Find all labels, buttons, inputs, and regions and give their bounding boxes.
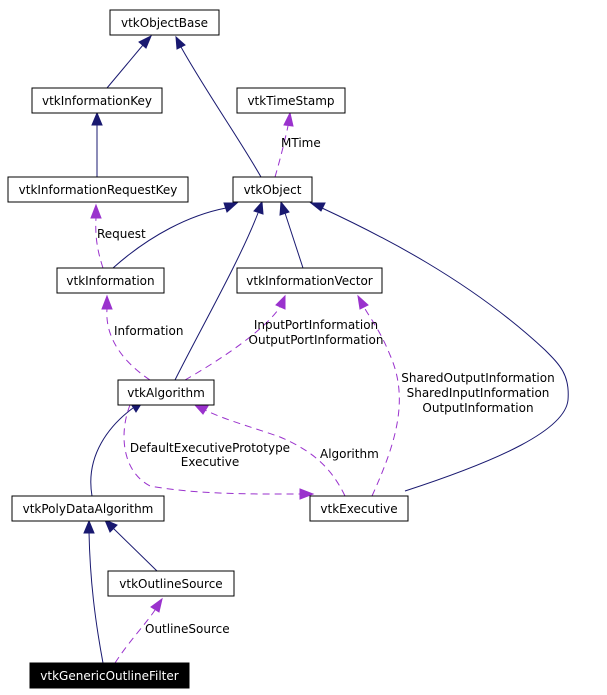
node-label: vtkObjectBase — [121, 16, 208, 30]
arrowhead-object-from-executive — [309, 202, 326, 212]
arrowhead-timestamp-mtime — [283, 111, 294, 127]
arrowhead-object-from-information — [223, 202, 239, 213]
inheritance-edges — [83, 34, 569, 664]
node-vtkexecutive[interactable]: vtkExecutive — [309, 495, 409, 522]
edge-polydataalgorithm-to-algorithm — [90, 407, 134, 497]
label-outline-source: OutlineSource — [145, 622, 230, 636]
node-label: vtkInformationVector — [246, 274, 373, 288]
label-input-port-information: InputPortInformation — [254, 318, 378, 332]
edge-infovector-to-object — [284, 212, 304, 269]
node-vtkinformationvector[interactable]: vtkInformationVector — [236, 267, 383, 294]
label-shared-output-information: SharedOutputInformation — [401, 371, 554, 385]
label-executive: Executive — [181, 455, 239, 469]
node-label: vtkInformationRequestKey — [19, 183, 178, 197]
label-default-executive-prototype: DefaultExecutivePrototype — [130, 441, 290, 455]
label-shared-input-information: SharedInputInformation — [407, 386, 550, 400]
arrowhead-infovector-sharedinfo — [357, 294, 369, 310]
edge-object-to-objectbase — [180, 46, 262, 178]
edge-outlinesource-to-polydataalgorithm — [112, 527, 158, 572]
edge-executive-to-object — [321, 207, 569, 492]
edge-executive-sharedinfo-infovector — [363, 306, 400, 497]
node-label: vtkPolyDataAlgorithm — [23, 502, 154, 516]
edge-infokey-to-objectbase — [106, 44, 144, 89]
node-label: vtkObject — [244, 183, 302, 197]
edge-information-request-requestkey — [95, 217, 104, 269]
node-vtkoutlinesource[interactable]: vtkOutlineSource — [107, 570, 235, 597]
arrowhead-executive-executive — [299, 488, 315, 500]
label-mtime: MTime — [281, 136, 321, 150]
edge-algorithm-to-object — [174, 212, 259, 381]
edge-algorithm-information-information — [106, 308, 151, 381]
node-label: vtkAlgorithm — [127, 386, 205, 400]
arrowhead-polydataalgorithm-from-outlinesource — [104, 519, 118, 533]
edge-executive-algorithm-algorithm — [204, 409, 346, 497]
usage-edges — [90, 111, 400, 664]
node-vtkinformation[interactable]: vtkInformation — [56, 267, 165, 294]
node-label: vtkInformation — [66, 274, 154, 288]
label-algorithm: Algorithm — [320, 447, 379, 461]
node-label: vtkTimeStamp — [247, 94, 334, 108]
node-vtkinformationkey[interactable]: vtkInformationKey — [31, 87, 163, 114]
edge-algorithm-executive-executive — [123, 404, 301, 495]
node-label: vtkOutlineSource — [119, 577, 222, 591]
node-vtkobjectbase[interactable]: vtkObjectBase — [109, 9, 220, 36]
arrowhead-infovector-portinformation — [275, 294, 286, 310]
arrowhead-polydataalgorithm-from-genericoutlinefilter — [83, 519, 95, 534]
edge-object-mtime-timestamp — [274, 125, 289, 178]
node-vtkalgorithm[interactable]: vtkAlgorithm — [117, 379, 215, 406]
arrowhead-information-information — [101, 294, 113, 310]
edge-labels: MTime Request Information InputPortInfor… — [97, 136, 555, 636]
node-label: vtkExecutive — [320, 502, 397, 516]
edge-genericoutlinefilter-outlinesource-outlinesource — [114, 609, 156, 664]
edge-algorithm-portinformation-infovector — [184, 306, 281, 381]
arrowhead-requestkey-request — [90, 203, 102, 219]
edge-genericoutlinefilter-to-polydataalgorithm — [88, 531, 104, 664]
arrowhead-objectbase-from-infokey — [138, 34, 152, 49]
arrowhead-outlinesource-outlinesource — [150, 597, 163, 613]
label-output-port-information: OutputPortInformation — [249, 333, 384, 347]
node-label: vtkInformationKey — [42, 94, 152, 108]
edge-information-to-object — [112, 207, 227, 269]
arrowhead-infokey-from-requestkey — [91, 111, 103, 126]
arrowhead-object-from-infovector — [279, 200, 290, 216]
node-label: vtkGenericOutlineFilter — [40, 669, 178, 683]
node-vtkpolydataalgorithm[interactable]: vtkPolyDataAlgorithm — [11, 495, 165, 522]
arrowhead-object-from-algorithm — [253, 200, 264, 215]
label-output-information: OutputInformation — [422, 401, 533, 415]
arrowhead-objectbase-from-object — [175, 35, 186, 50]
node-vtkgenericoutlinefilter[interactable]: vtkGenericOutlineFilter — [29, 662, 190, 689]
label-information: Information — [114, 324, 183, 338]
node-vtkobject[interactable]: vtkObject — [232, 176, 313, 203]
node-vtktimestamp[interactable]: vtkTimeStamp — [236, 87, 346, 114]
label-request: Request — [97, 227, 146, 241]
node-vtkinformationrequestkey[interactable]: vtkInformationRequestKey — [7, 176, 189, 203]
